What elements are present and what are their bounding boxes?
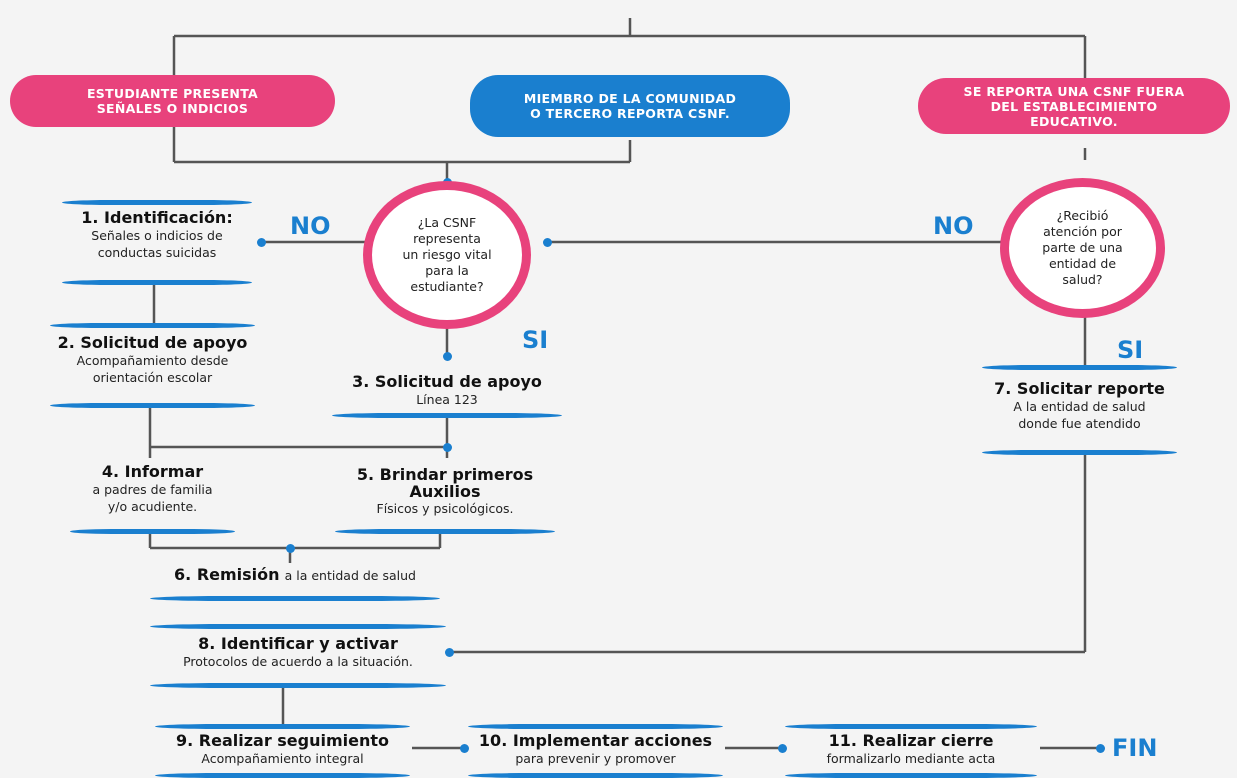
step-title: 8. Identificar y activar: [198, 634, 398, 653]
step-title: 6. Remisión: [174, 565, 280, 584]
decision-health-attention: ¿Recibió atención por parte de una entid…: [1000, 178, 1165, 318]
label-si-left: SI: [522, 326, 549, 354]
step-8-identify-activate: 8. Identificar y activar Protocolos de a…: [150, 624, 446, 688]
bar: [50, 403, 255, 408]
step-sub: a la entidad de salud: [284, 568, 416, 583]
label-no-left: NO: [290, 212, 331, 240]
label-fin: FIN: [1112, 734, 1158, 762]
step-title: 11. Realizar cierre: [828, 731, 994, 750]
connector-dot: [543, 238, 552, 247]
step-sub: formalizarlo mediante acta: [826, 751, 996, 766]
step-sub: Línea 123: [416, 392, 478, 407]
step-title: 7. Solicitar reporte: [994, 379, 1165, 398]
bar: [70, 529, 235, 534]
step-3-support-line: 3. Solicitud de apoyo Línea 123: [332, 368, 562, 418]
step-sub: Físicos y psicológicos.: [376, 501, 514, 516]
bar: [982, 450, 1177, 455]
step-7-request-report: 7. Solicitar reporte A la entidad de sal…: [982, 365, 1177, 455]
step-9-follow-up: 9. Realizar seguimiento Acompañamiento i…: [155, 724, 410, 778]
step-sub: Acompañamiento integral: [201, 751, 364, 766]
step-title: 10. Implementar acciones: [478, 731, 713, 750]
step-2-support: 2. Solicitud de apoyo Acompañamiento des…: [50, 323, 255, 408]
label-no-right: NO: [933, 212, 974, 240]
step-title: 3. Solicitud de apoyo: [352, 372, 542, 391]
bar: [982, 365, 1177, 370]
step-6-referral: 6. Remisión a la entidad de salud: [150, 565, 440, 601]
bar: [332, 413, 562, 418]
step-title: 5. Brindar primeros Auxilios: [356, 465, 534, 501]
connector-dot: [460, 744, 469, 753]
bar: [50, 323, 255, 328]
connector-dot: [1096, 744, 1105, 753]
step-sub: a padres de familia y/o acudiente.: [92, 482, 213, 514]
bar: [150, 624, 446, 629]
bar: [468, 773, 723, 778]
bar: [468, 724, 723, 729]
step-5-first-aid: 5. Brindar primeros Auxilios Físicos y p…: [335, 458, 555, 534]
step-sub: Protocolos de acuerdo a la situación.: [183, 654, 413, 669]
decision-vital-risk: ¿La CSNF representa un riesgo vital para…: [363, 181, 531, 329]
step-sub: Señales o indicios de conductas suicidas: [91, 228, 223, 260]
step-title: 2. Solicitud de apoyo: [57, 333, 248, 352]
bar: [150, 596, 440, 601]
step-title: 9. Realizar seguimiento: [175, 731, 390, 750]
start-student-signals: ESTUDIANTE PRESENTA SEÑALES O INDICIOS: [10, 75, 335, 127]
decision-vital-risk-text: ¿La CSNF representa un riesgo vital para…: [372, 190, 522, 320]
step-11-close: 11. Realizar cierre formalizarlo mediant…: [785, 724, 1037, 778]
start-external-report: SE REPORTA UNA CSNF FUERA DEL ESTABLECIM…: [918, 78, 1230, 134]
bar: [335, 529, 555, 534]
step-4-inform: 4. Informar a padres de familia y/o acud…: [70, 458, 235, 534]
label-si-right: SI: [1117, 336, 1144, 364]
connector-dot: [286, 544, 295, 553]
step-1-identification: 1. Identificación: Señales o indicios de…: [62, 200, 252, 285]
step-sub: A la entidad de salud donde fue atendido: [1013, 399, 1146, 431]
bar: [155, 724, 410, 729]
step-sub: para prevenir y promover: [515, 751, 676, 766]
bar: [62, 200, 252, 205]
connector-dot: [445, 648, 454, 657]
bar: [62, 280, 252, 285]
step-10-implement: 10. Implementar acciones para prevenir y…: [468, 724, 723, 778]
connector-dot: [443, 352, 452, 361]
decision-health-attention-text: ¿Recibió atención por parte de una entid…: [1009, 187, 1156, 309]
bar: [785, 724, 1037, 729]
step-sub: Acompañamiento desde orientación escolar: [76, 353, 229, 385]
bar: [150, 683, 446, 688]
connector-dot: [443, 443, 452, 452]
connector-dot: [257, 238, 266, 247]
bar: [785, 773, 1037, 778]
bar: [155, 773, 410, 778]
start-community-report: MIEMBRO DE LA COMUNIDAD O TERCERO REPORT…: [470, 75, 790, 137]
step-title: 1. Identificación:: [81, 208, 233, 227]
connector-dot: [778, 744, 787, 753]
step-title: 4. Informar: [101, 462, 204, 481]
